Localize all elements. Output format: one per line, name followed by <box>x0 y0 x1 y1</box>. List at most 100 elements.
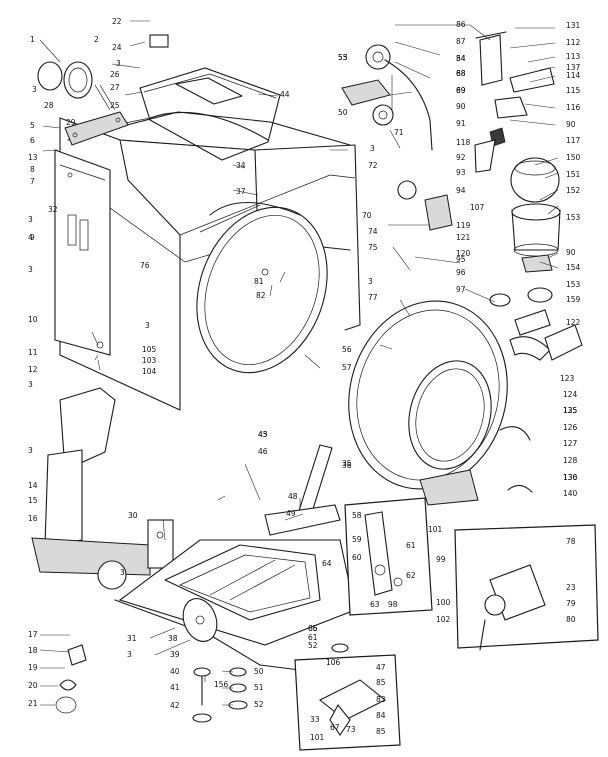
label-101: 101 <box>310 733 325 742</box>
label-89: 89 <box>456 86 466 95</box>
label-80: 80 <box>566 615 576 624</box>
label-154: 154 <box>566 263 581 272</box>
label-4: 4 <box>28 233 33 242</box>
label-14: 14 <box>28 481 38 490</box>
label-140: 140 <box>563 489 578 498</box>
label-48: 48 <box>288 492 298 501</box>
label-127: 127 <box>563 439 578 448</box>
motor-and-pulley <box>341 44 453 231</box>
label-60: 60 <box>352 553 362 562</box>
label-123: 123 <box>560 374 575 383</box>
label-99: 99 <box>436 555 446 564</box>
label-137: 137 <box>566 63 581 72</box>
label-65: 65 <box>308 624 318 633</box>
label-85: 85 <box>376 727 386 736</box>
label-3: 3 <box>368 277 373 286</box>
label-111: 131 <box>566 21 581 30</box>
label-116: 116 <box>566 103 581 112</box>
label-43: 43 <box>258 430 268 439</box>
label-52: 52 <box>254 700 264 709</box>
label-45: 45 <box>258 430 268 439</box>
label-50: 50 <box>254 667 264 676</box>
label-28: 28 <box>44 101 54 110</box>
lower-left-small-parts <box>55 644 87 714</box>
label-124: 124 <box>563 390 578 399</box>
label-49: 49 <box>286 509 296 518</box>
label-61: 61 <box>308 633 318 642</box>
label-113: 113 <box>566 52 581 61</box>
label-115: 115 <box>566 86 581 95</box>
label-23: 23 <box>566 583 576 592</box>
label-30: 30 <box>128 511 138 520</box>
label-90: 90 <box>456 102 466 111</box>
label-36: 36 <box>342 461 352 470</box>
label-66: 66 <box>308 624 318 633</box>
label-75: 75 <box>368 243 378 252</box>
label-125: 125 <box>563 406 578 415</box>
leveling-feet <box>192 643 349 723</box>
bracket-6-8 <box>64 111 129 146</box>
label-98: 98 <box>388 600 398 609</box>
label-100: 100 <box>436 598 451 607</box>
label-122: 122 <box>566 318 581 327</box>
label-152: 152 <box>566 186 581 195</box>
label-151: 151 <box>566 170 581 179</box>
label-88: 88 <box>456 69 466 78</box>
drum-rear-panel <box>196 201 328 374</box>
label-58: 58 <box>352 511 362 520</box>
label-61: 61 <box>406 541 416 550</box>
label-105: 105 <box>142 345 157 354</box>
label-50: 50 <box>338 108 348 117</box>
label-71: 71 <box>394 128 404 137</box>
label-103: 103 <box>142 356 157 365</box>
inset-box-106 <box>294 654 401 751</box>
label-106: 106 <box>326 658 341 667</box>
label-128: 128 <box>563 456 578 465</box>
label-55: 55 <box>338 53 348 62</box>
label-107: 107 <box>470 203 485 212</box>
label-17: 17 <box>28 630 38 639</box>
label-3: 3 <box>116 59 121 68</box>
label-118: 118 <box>456 138 471 147</box>
label-51: 51 <box>254 683 264 692</box>
label-40: 40 <box>170 667 180 676</box>
label-22: 22 <box>112 17 122 26</box>
brace-43 <box>264 444 341 536</box>
label-92: 92 <box>456 153 466 162</box>
label-120: 120 <box>456 249 471 258</box>
label-20: 20 <box>28 681 38 690</box>
label-18: 18 <box>28 646 38 655</box>
label-114: 114 <box>566 71 581 80</box>
label-13: 13 <box>28 153 38 162</box>
base-frame <box>114 539 356 671</box>
label-112: 112 <box>566 38 581 47</box>
housings-150-152 <box>510 157 561 273</box>
label-119: 119 <box>456 221 471 230</box>
label-97: 97 <box>456 285 466 294</box>
label-52: 52 <box>308 641 318 650</box>
label-27: 27 <box>110 83 120 92</box>
label-101: 101 <box>428 525 443 534</box>
label-84: 84 <box>456 54 466 63</box>
label-3: 3 <box>32 85 37 94</box>
label-79: 79 <box>566 599 576 608</box>
label-83: 83 <box>376 695 386 704</box>
label-96: 96 <box>456 268 466 277</box>
label-46: 46 <box>258 447 268 456</box>
label-15: 15 <box>28 496 38 505</box>
label-54: 54 <box>456 54 466 63</box>
label-3: 3 <box>28 380 33 389</box>
label-90: 90 <box>566 120 576 129</box>
label-130: 130 <box>563 473 578 482</box>
label-63: 63 <box>370 600 380 609</box>
label-136: 136 <box>563 473 578 482</box>
label-126: 126 <box>563 423 578 432</box>
label-3: 3 <box>120 568 125 577</box>
label-73: 73 <box>346 725 356 734</box>
label-19: 19 <box>28 663 38 672</box>
label-82: 82 <box>256 291 266 300</box>
label-1: 1 <box>30 35 35 44</box>
label-94: 94 <box>456 186 466 195</box>
label-68: 68 <box>456 69 466 78</box>
